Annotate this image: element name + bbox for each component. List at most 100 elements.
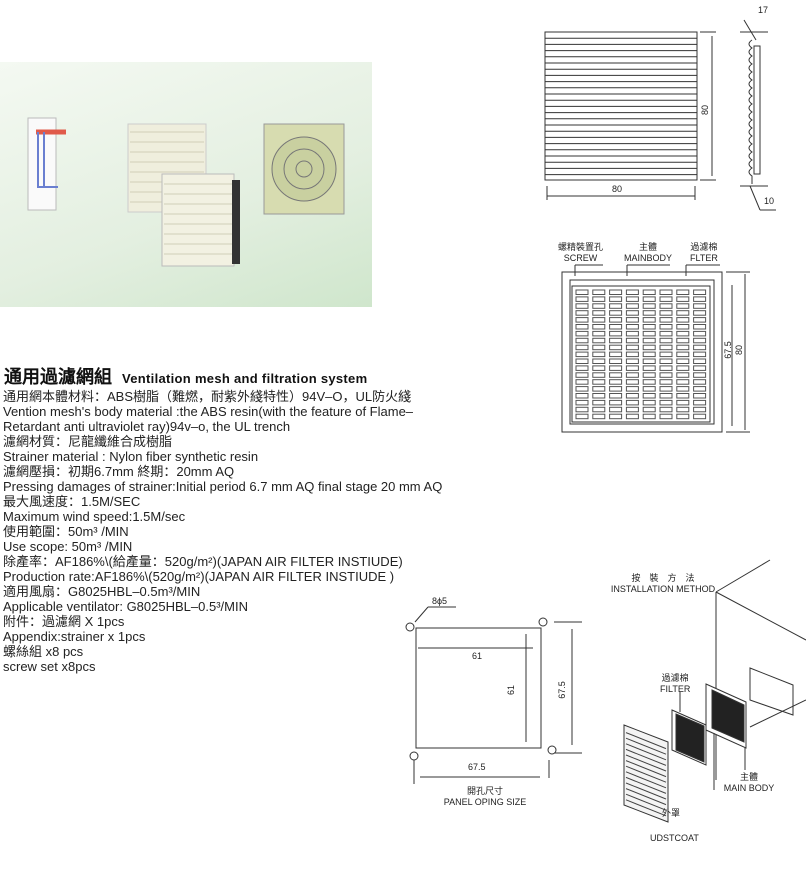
vent-slot (575, 303, 589, 309)
vent-slot (575, 372, 589, 378)
vent-slot (575, 386, 589, 392)
inner-width-label: 61 (472, 651, 483, 661)
vent-slot (592, 330, 606, 337)
vent-slot (659, 413, 673, 420)
vent-slot (693, 337, 707, 344)
vent-slot (676, 413, 690, 420)
vent-slot (575, 365, 589, 371)
vent-slot (642, 344, 656, 351)
vent-slot (625, 344, 639, 351)
vent-slot (693, 296, 707, 302)
grille-width-label: 80 (612, 184, 623, 194)
spec-line: 濾網壓損：初期6.7mm 終期：20mm AQ (3, 464, 235, 479)
vent-slot (659, 379, 673, 385)
product-photo-illustration (27, 117, 345, 267)
spec-line: 除產率：AF186%\(給產量：520g/m²)(JAPAN AIR FILTE… (3, 554, 403, 569)
vent-slot (693, 413, 707, 420)
inner-height-label: 61 (506, 684, 517, 696)
product-photo (0, 62, 372, 307)
vent-slot (592, 289, 606, 295)
vent-slot (592, 337, 606, 344)
outer-width-label: 67.5 (468, 762, 486, 772)
vent-slot (642, 296, 656, 302)
vent-slot (609, 351, 623, 358)
coat-louver (625, 760, 667, 778)
vent-slot (642, 393, 656, 399)
spec-line: Pressing damages of strainer:Initial per… (3, 479, 443, 494)
vent-slot (609, 303, 623, 309)
vent-slot (693, 365, 707, 371)
vent-slot (575, 379, 589, 385)
vent-slot (592, 351, 606, 358)
vent-slot (676, 379, 690, 385)
vent-slot (693, 289, 707, 295)
vent-slot (642, 317, 656, 323)
vent-slot (609, 317, 623, 323)
vent-slot (575, 330, 589, 337)
vent-slot (693, 358, 707, 364)
vent-slot (625, 372, 639, 378)
vent-slot (659, 393, 673, 399)
vent-slot (642, 372, 656, 378)
vent-slot (609, 289, 623, 295)
vent-slot (575, 358, 589, 364)
vent-slot (575, 413, 589, 420)
vent-slot (575, 296, 589, 302)
coat-louver (625, 793, 667, 811)
vent-slot (659, 296, 673, 302)
spec-line: Strainer material : Nylon fiber syntheti… (3, 449, 259, 464)
vent-slot (676, 324, 690, 330)
vent-slot (693, 317, 707, 323)
grille-front-plate (561, 264, 750, 433)
grille-side-view (740, 19, 776, 211)
coat-louver (625, 754, 667, 772)
spec-line: 附件：過濾網 X 1pcs (3, 614, 125, 629)
vent-slot (592, 303, 606, 309)
vent-slot (592, 386, 606, 392)
vent-slot (592, 310, 606, 316)
vent-slot (575, 351, 589, 358)
vent-slot (659, 399, 673, 406)
grille-front-view (544, 31, 716, 200)
vent-slot (676, 344, 690, 351)
vent-slot (642, 386, 656, 392)
vent-slot (676, 386, 690, 392)
vent-slot (676, 406, 690, 413)
vent-slot (676, 358, 690, 364)
vent-slot (642, 337, 656, 344)
spec-line: Applicable ventilator: G8025HBL–0.5³/MIN (3, 599, 248, 614)
vent-slot (592, 365, 606, 371)
holes-label: 8ϕ5 (432, 596, 448, 606)
vent-slot (676, 393, 690, 399)
vent-slot (575, 289, 589, 295)
vent-slot (625, 324, 639, 330)
spec-line: Use scope: 50m³ /MIN (3, 539, 133, 554)
vent-slot (676, 372, 690, 378)
vent-slot (592, 393, 606, 399)
vent-slot (642, 413, 656, 420)
spec-line: 適用風扇：G8025HBL–0.5m³/MIN (3, 584, 201, 599)
vent-slot (625, 413, 639, 420)
spec-line: Maximum wind speed:1.5M/sec (3, 509, 186, 524)
vent-slot (625, 358, 639, 364)
vent-slot (693, 399, 707, 406)
vent-slot (693, 393, 707, 399)
vent-slot (659, 324, 673, 330)
vent-slot (659, 310, 673, 316)
vent-slot (609, 413, 623, 420)
vent-slot (592, 413, 606, 420)
vent-slot (625, 379, 639, 385)
vent-slot (676, 296, 690, 302)
outer-height-label: 67.5 (556, 681, 567, 699)
vent-slot (659, 406, 673, 413)
vent-slot (609, 337, 623, 344)
vent-slot (625, 399, 639, 406)
title-zh: 通用過濾網組 (4, 367, 112, 387)
vent-slot (693, 379, 707, 385)
vent-slot (575, 310, 589, 316)
